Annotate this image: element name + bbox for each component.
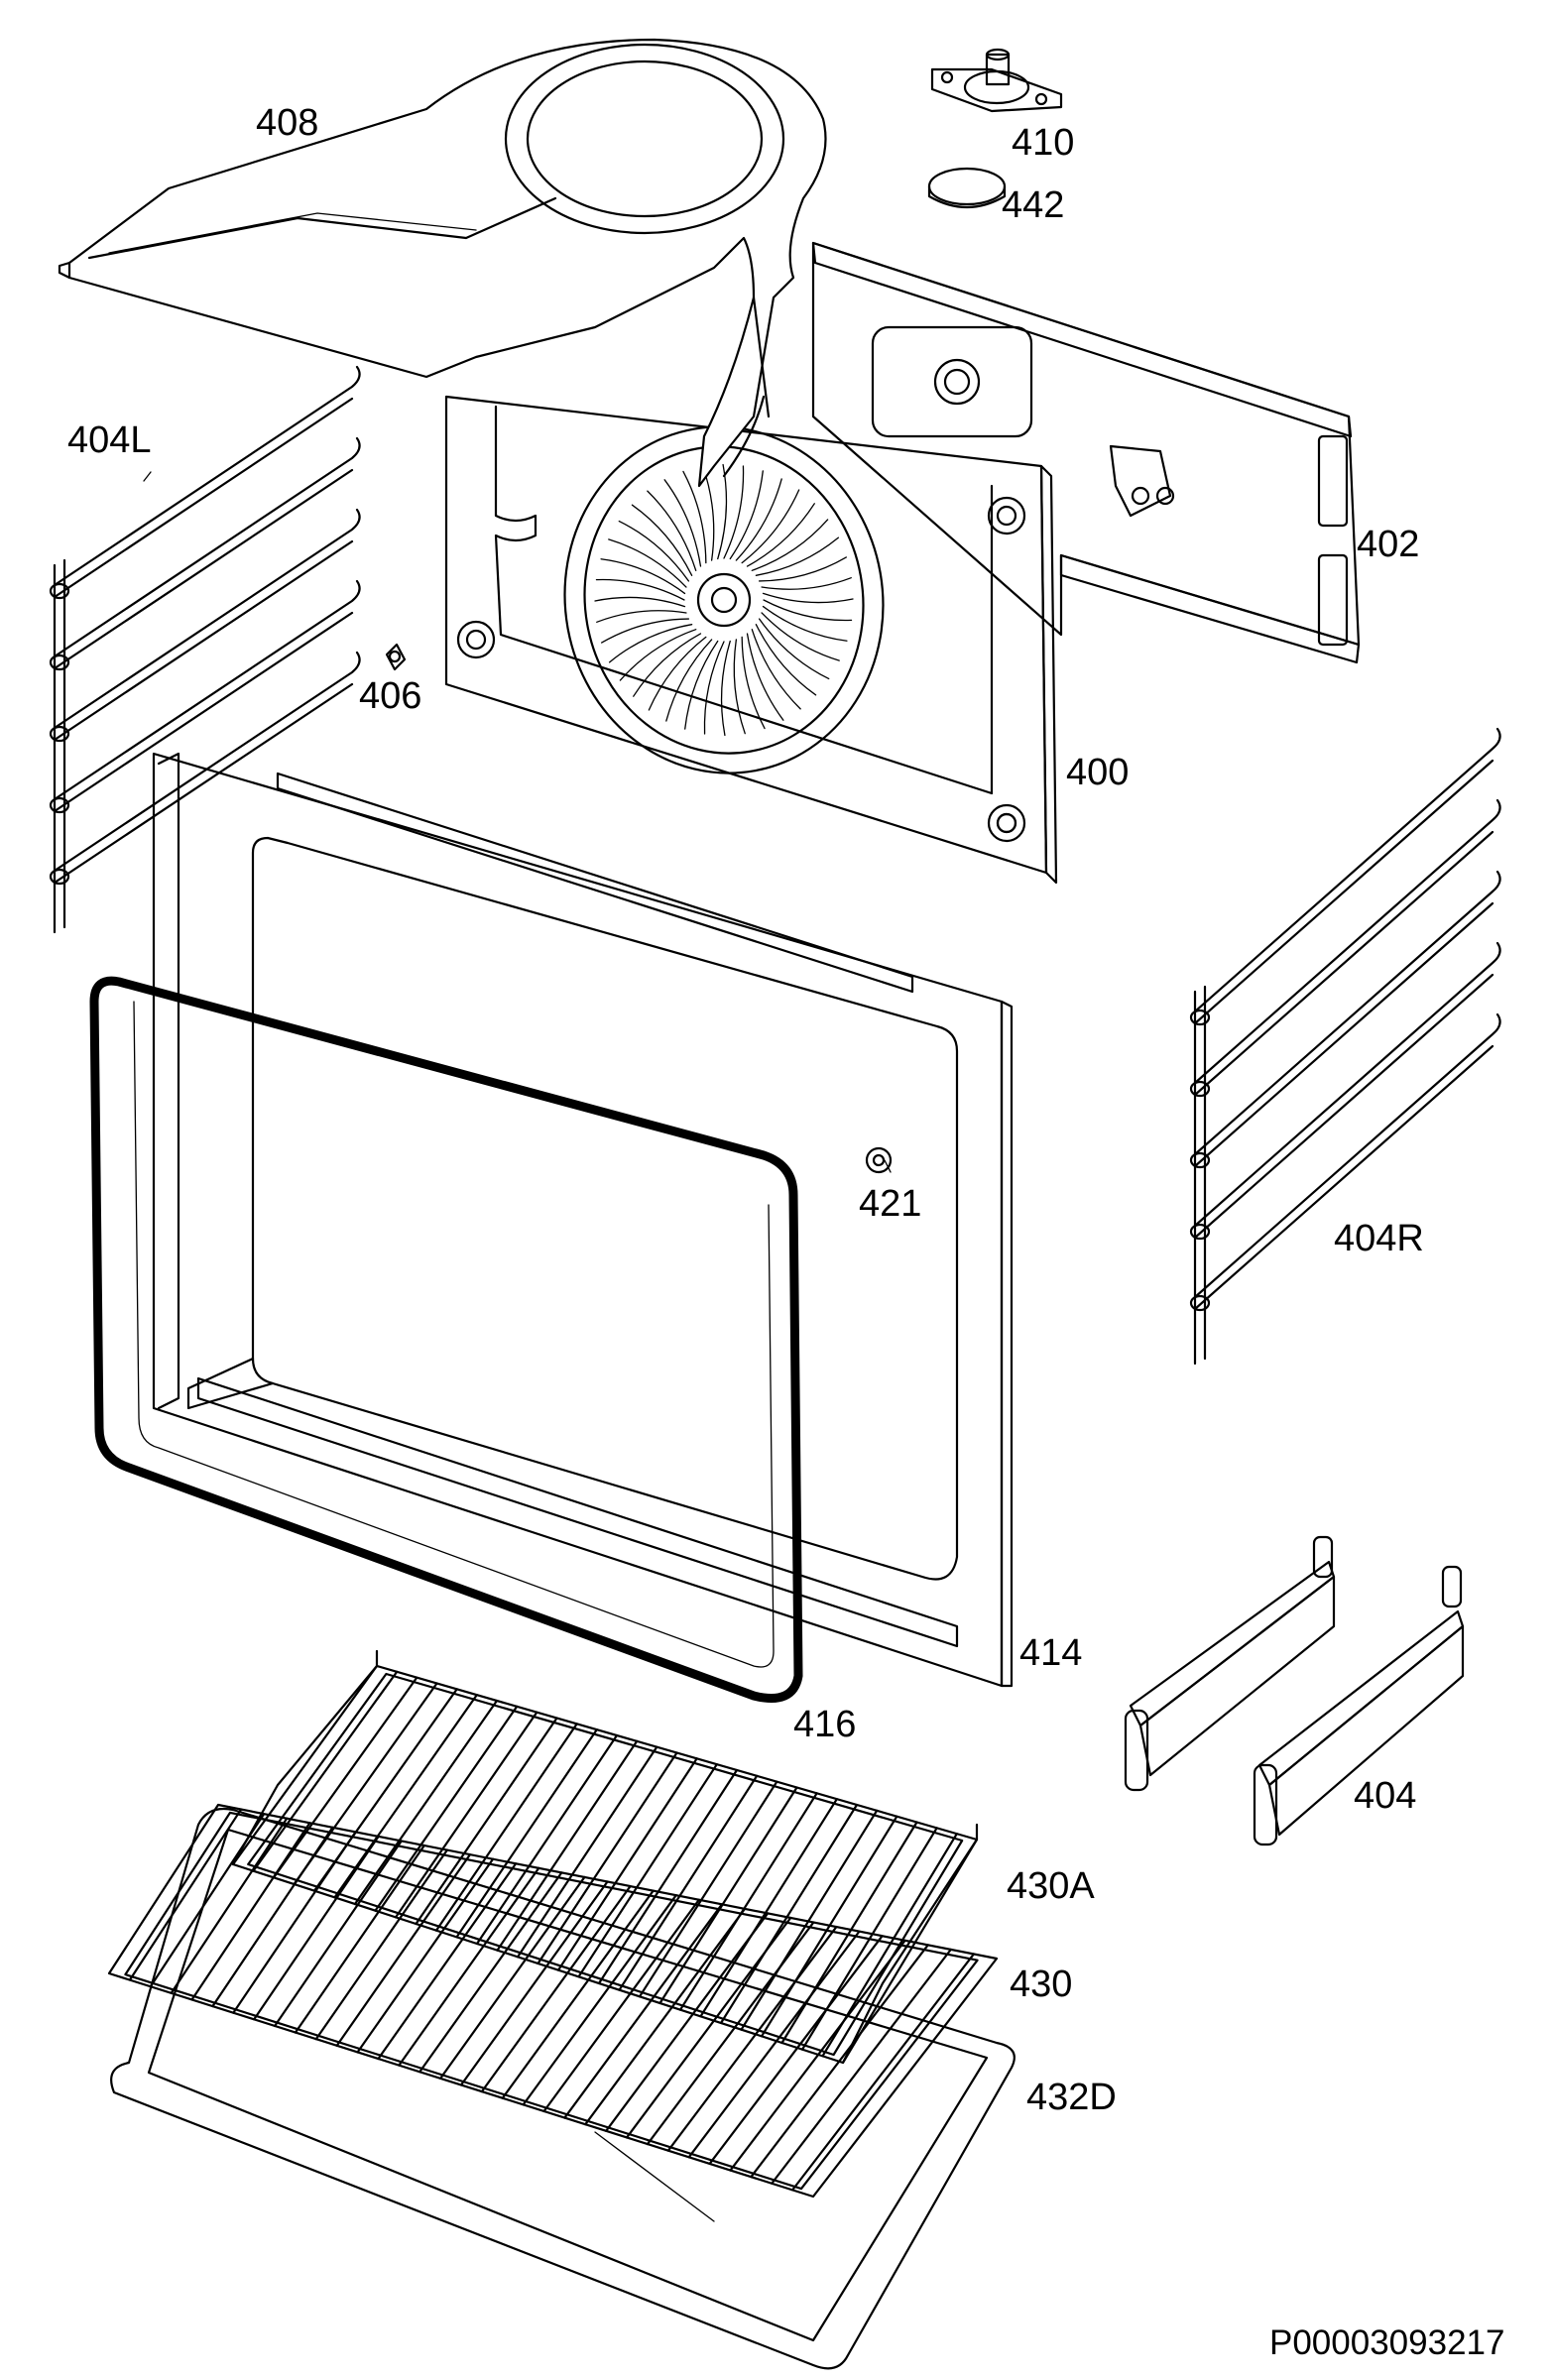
label-402: 402 — [1357, 524, 1420, 565]
label-404L: 404L — [67, 419, 152, 461]
part-416-door-seal — [89, 976, 803, 1703]
leader-marks — [143, 471, 892, 1173]
label-430: 430 — [1010, 1964, 1073, 2005]
label-414: 414 — [1019, 1632, 1083, 1674]
part-442-disc — [927, 167, 1007, 209]
part-410-sensor — [930, 48, 1063, 113]
label-404R: 404R — [1334, 1218, 1424, 1259]
part-402-back-panel — [811, 241, 1361, 664]
label-406: 406 — [359, 675, 422, 717]
label-432D: 432D — [1026, 2077, 1117, 2118]
part-404-runners — [1124, 1535, 1465, 1846]
label-442: 442 — [1002, 184, 1065, 226]
part-414-front-frame — [152, 752, 1014, 1688]
part-400-back-wall — [444, 395, 1058, 885]
part-408-top-cover — [58, 38, 827, 488]
part-430A-grill-rack — [231, 1649, 979, 2065]
label-410: 410 — [1012, 122, 1075, 164]
label-430A: 430A — [1007, 1865, 1095, 1907]
part-404R-right-rack — [1189, 727, 1501, 1366]
label-416: 416 — [793, 1704, 857, 1745]
label-400: 400 — [1066, 752, 1130, 793]
label-404: 404 — [1354, 1775, 1417, 1817]
part-404L-left-rack — [49, 365, 361, 934]
part-406-clip — [385, 643, 407, 671]
label-408: 408 — [256, 102, 319, 144]
part-430-wire-shelf — [107, 1803, 999, 2199]
drawing-code: P00003093217 — [1269, 2323, 1505, 2362]
label-421: 421 — [859, 1183, 922, 1225]
